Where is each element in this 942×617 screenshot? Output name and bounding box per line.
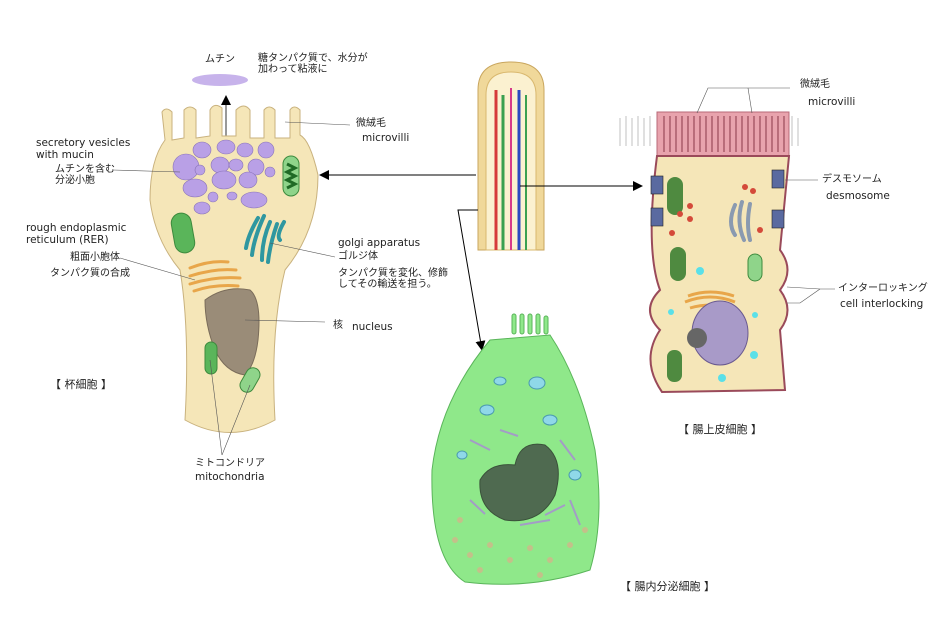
interlocking-en: cell interlocking bbox=[840, 298, 924, 310]
endocrine-nucleus bbox=[479, 443, 559, 522]
vesicles-en-line2: with mucin bbox=[36, 149, 94, 161]
mitochondrion bbox=[239, 367, 261, 393]
enteroendocrine-cell bbox=[431, 313, 600, 585]
enterocyte-microvilli-en: microvilli bbox=[808, 96, 856, 108]
mitochondrion bbox=[204, 341, 218, 375]
vesicles-en-line1: secretory vesicles bbox=[36, 137, 131, 149]
golgi-ja: ゴルジ体 bbox=[338, 251, 378, 262]
nucleus-ja: 核 bbox=[333, 320, 343, 331]
mucin-cloud bbox=[192, 74, 248, 86]
mucin-label: ムチン bbox=[205, 54, 235, 65]
nucleus-en: nucleus bbox=[352, 321, 393, 333]
goblet-cell bbox=[149, 104, 319, 433]
brush-border bbox=[656, 111, 790, 157]
mucin-note-line1: 糖タンパク質で、水分が bbox=[258, 53, 368, 64]
mito-en: mitochondria bbox=[195, 471, 265, 483]
mito-ja: ミトコンドリア bbox=[195, 458, 265, 469]
goblet-cell-title: 【 杯細胞 】 bbox=[50, 378, 112, 391]
enteroendocrine-cell-title: 【 腸内分泌細胞 】 bbox=[620, 580, 715, 593]
rer-en-line2: reticulum (RER) bbox=[26, 234, 109, 246]
mitochondrion bbox=[170, 212, 196, 254]
vesicles-ja-line2: 分泌小胞 bbox=[55, 175, 95, 186]
rer-note: タンパク質の合成 bbox=[50, 268, 130, 279]
interlocking-ja: インターロッキング bbox=[838, 283, 928, 294]
enterocyte-microvilli-ja: 微絨毛 bbox=[800, 79, 830, 90]
mitochondrion bbox=[282, 155, 300, 197]
golgi-apparatus bbox=[244, 214, 286, 264]
mucin-note-line2: 加わって粘液に bbox=[258, 64, 328, 75]
goblet-microvilli-en: microvilli bbox=[362, 132, 410, 144]
golgi-en: golgi apparatus bbox=[338, 237, 421, 249]
rer-en-line1: rough endoplasmic bbox=[26, 222, 127, 234]
golgi-note-line1: タンパク質を変化、修飾 bbox=[338, 268, 448, 279]
villus bbox=[477, 61, 545, 251]
desmosome-ja: デスモソーム bbox=[822, 174, 882, 185]
desmosome-en: desmosome bbox=[826, 190, 890, 202]
rer-ja: 粗面小胞体 bbox=[70, 252, 120, 263]
enterocyte-title: 【 腸上皮細胞 】 bbox=[678, 423, 762, 436]
vesicles-ja-line1: ムチンを含む bbox=[55, 164, 115, 175]
rough-er bbox=[188, 260, 242, 293]
enterocyte bbox=[619, 111, 799, 394]
goblet-microvilli-ja: 微絨毛 bbox=[356, 118, 386, 129]
secretory-vesicles bbox=[172, 139, 276, 215]
golgi-note-line2: してその輸送を担う。 bbox=[338, 279, 437, 290]
